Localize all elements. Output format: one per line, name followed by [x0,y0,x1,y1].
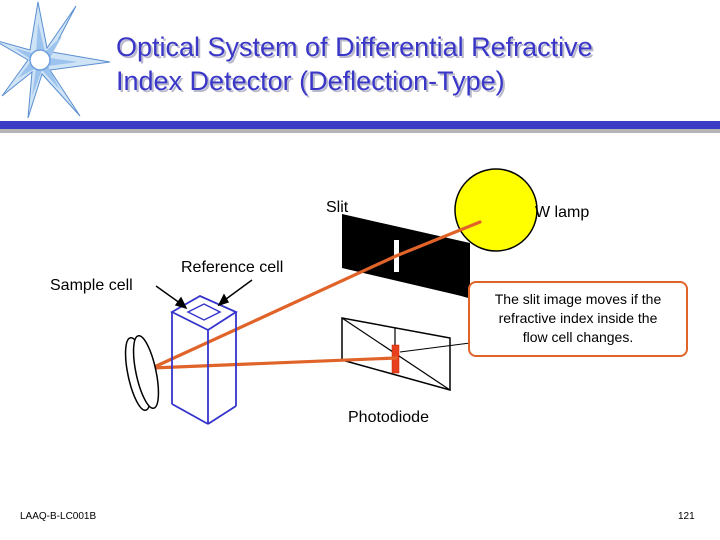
lens [124,334,160,412]
callout-line-3: flow cell changes. [522,329,634,345]
title-line-1: Optical System of Differential Refractiv… [116,32,593,62]
photodiode-label: Photodiode [348,409,429,426]
light-beam [150,220,482,370]
slit-plate [342,214,470,298]
title-line-2: Index Detector (Deflection-Type) [116,66,505,96]
w-lamp-label: W lamp [535,204,590,221]
w-lamp [454,168,538,252]
flow-cell [170,294,238,425]
photodiode-block [341,317,451,391]
page-title: Optical System of Differential Refractiv… [116,30,593,98]
slit-label: Slit [326,199,349,216]
reference-cell-label: Reference cell [181,259,284,276]
callout-line-1: The slit image moves if the [494,291,662,307]
callout-box: The slit image moves if the refractive i… [468,281,688,357]
header-bar-shadow [0,129,720,133]
header-bar [0,121,720,129]
label-arrows [155,279,253,310]
callout-pointers [381,271,471,353]
callout-line-2: refractive index inside the [498,310,658,326]
footer-page-number: 121 [678,511,695,522]
star-logo-icon [0,1,111,119]
sample-cell-label: Sample cell [50,277,133,294]
footer-doc-id: LAAQ-B-LC001B [20,511,97,522]
